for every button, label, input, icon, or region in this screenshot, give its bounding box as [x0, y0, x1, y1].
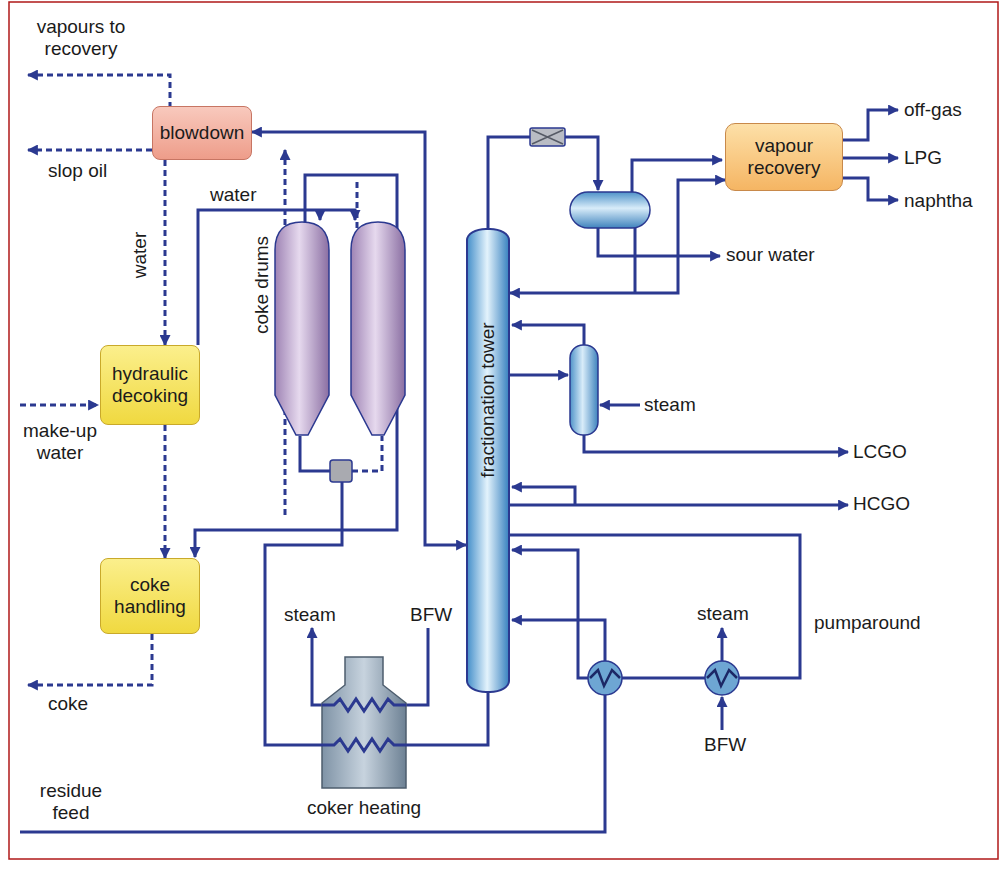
drum-outlet	[300, 436, 330, 471]
stream-label: sour water	[726, 244, 815, 266]
lcgo-line	[584, 435, 848, 452]
exchanger-tube	[707, 670, 737, 686]
process-box: vapour recovery	[725, 123, 843, 191]
process-box: blowdown	[152, 106, 252, 160]
convection-coil	[322, 699, 406, 711]
flow-connector	[252, 132, 466, 545]
node-text: hydraulic decoking	[107, 363, 193, 407]
node-text: vapour recovery	[732, 135, 836, 179]
edge-label: water	[129, 230, 151, 280]
overhead-line	[488, 137, 530, 228]
stripper	[570, 345, 598, 435]
equipment	[275, 128, 739, 695]
naphtha-line	[842, 178, 898, 200]
make-up-water-line	[20, 404, 98, 407]
heat-exchanger	[705, 661, 739, 695]
stream-label: residue feed	[26, 780, 116, 824]
stream-label: LPG	[904, 147, 942, 169]
slop-oil-line	[28, 149, 152, 152]
stream-label: pumparound	[814, 612, 921, 634]
bfw-in	[721, 697, 724, 730]
stream-label: make-up water	[18, 420, 102, 464]
reflux-line	[634, 228, 637, 293]
fractionation-tower: fractionation tower	[466, 228, 510, 693]
fan-blades	[532, 130, 563, 144]
stream-label: steam	[697, 603, 749, 625]
process-box: hydraulic decoking	[100, 345, 200, 425]
coke-line	[28, 634, 152, 685]
vapour-line	[28, 75, 170, 108]
dashed-lines	[20, 75, 382, 685]
stream-label: water	[210, 184, 256, 206]
exchanger-tube	[590, 670, 620, 686]
stream-label: BFW	[704, 734, 746, 756]
off-gas-line	[842, 110, 898, 140]
stream-label: steam	[644, 394, 696, 416]
coke-drum	[275, 222, 329, 435]
stream-label: LCGO	[853, 441, 907, 463]
node-text: coke handling	[107, 574, 193, 618]
furnace-body	[322, 657, 406, 788]
node-text: coker heating	[307, 797, 421, 819]
hcgo-return	[512, 487, 575, 505]
stream-label: vapours to recovery	[22, 16, 140, 60]
sour-water-line	[598, 228, 720, 256]
process-lines	[20, 110, 898, 832]
lpg-line	[842, 157, 898, 160]
steam-line	[600, 404, 640, 407]
condenser-outlet	[565, 137, 598, 190]
process-box: coke handling	[100, 558, 200, 634]
stream-label: off-gas	[904, 99, 962, 121]
flow-connector	[164, 160, 167, 345]
stream-label: coke	[48, 693, 88, 715]
feed-line	[20, 695, 605, 832]
furnace-outline	[318, 655, 410, 790]
feed-to-tower	[512, 620, 605, 661]
stream-label: naphtha	[904, 190, 973, 212]
node-text: fractionation tower	[477, 322, 499, 477]
pumparound-return	[512, 550, 588, 678]
coke-drum	[351, 222, 405, 435]
furnace-bfw	[406, 628, 428, 705]
flow-connector	[164, 425, 167, 558]
pumparound-line	[510, 535, 800, 678]
stream-label: slop oil	[48, 160, 107, 182]
flow-connector	[410, 693, 488, 745]
stripper-feed	[510, 374, 568, 377]
frame	[9, 2, 998, 859]
separator-drum	[570, 192, 650, 228]
stream-label: BFW	[410, 604, 452, 626]
exchanger-link	[622, 677, 705, 680]
furnace: coker heating	[318, 655, 410, 790]
stream-label: steam	[284, 604, 336, 626]
steam-out	[721, 628, 724, 661]
stream-label: HCGO	[853, 493, 910, 515]
water-branch	[319, 210, 322, 220]
node-text: blowdown	[160, 122, 245, 144]
flow-connector	[510, 180, 725, 293]
switch-valve	[330, 460, 352, 482]
hcgo-line	[510, 504, 848, 507]
air-cooler	[530, 128, 565, 146]
heat-exchanger	[588, 661, 622, 695]
radiant-coil	[320, 739, 410, 751]
drum-drain	[352, 436, 382, 471]
stripper-return	[512, 325, 584, 345]
stream-label: coke drums	[251, 236, 273, 334]
furnace-steam	[312, 628, 322, 705]
